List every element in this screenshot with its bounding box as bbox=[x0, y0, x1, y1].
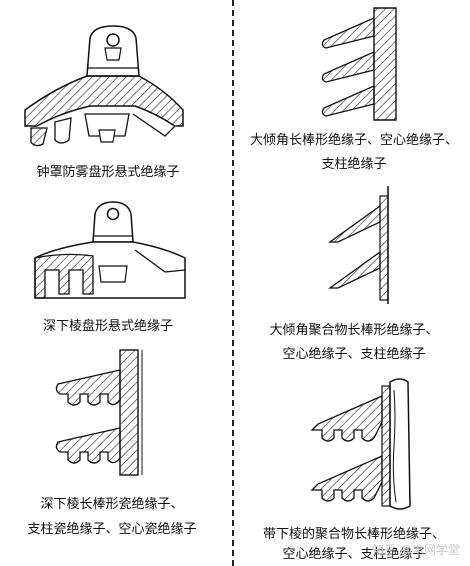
caption-deep-rib-disc: 深下棱盘形悬式绝缘子 bbox=[42, 319, 173, 334]
deep-rib-long-rod-porcelain-figure bbox=[55, 349, 143, 476]
steep-angle-long-rod-figure bbox=[321, 7, 397, 121]
deep-rib-disc-insulator-figure bbox=[34, 201, 186, 299]
caption-steep-angle-line2: 支柱绝缘子 bbox=[321, 157, 387, 172]
caption-steep-angle-line1: 大倾角长棒形绝缘子、空心绝缘子、 bbox=[249, 133, 458, 148]
caption-steep-polymer-line1: 大倾角聚合物长棒形绝缘子、 bbox=[269, 323, 439, 338]
caption-deep-rib-long-rod-line2: 支柱瓷绝缘子、空心瓷绝缘子 bbox=[27, 522, 197, 537]
panel-divider bbox=[232, 0, 234, 566]
caption-bell-fog-disc: 钟罩防雾盘形悬式绝缘子 bbox=[36, 165, 180, 180]
caption-ribbed-polymer-line1: 带下棱的聚合物长棒形绝缘子、 bbox=[262, 527, 445, 542]
ribbed-polymer-long-rod-figure bbox=[310, 378, 411, 510]
steep-angle-polymer-long-rod-figure bbox=[327, 186, 389, 304]
caption-steep-polymer-line2: 空心绝缘子、支柱绝缘子 bbox=[282, 347, 426, 362]
watermark: 知乎 @电网学堂 bbox=[372, 543, 460, 557]
bell-fog-disc-insulator-figure bbox=[24, 25, 184, 147]
caption-ribbed-polymer-line2: 空心绝缘子、支柱绝缘子 bbox=[282, 547, 426, 562]
caption-deep-rib-long-rod-line1: 深下棱长棒形瓷绝缘子、 bbox=[40, 497, 184, 512]
